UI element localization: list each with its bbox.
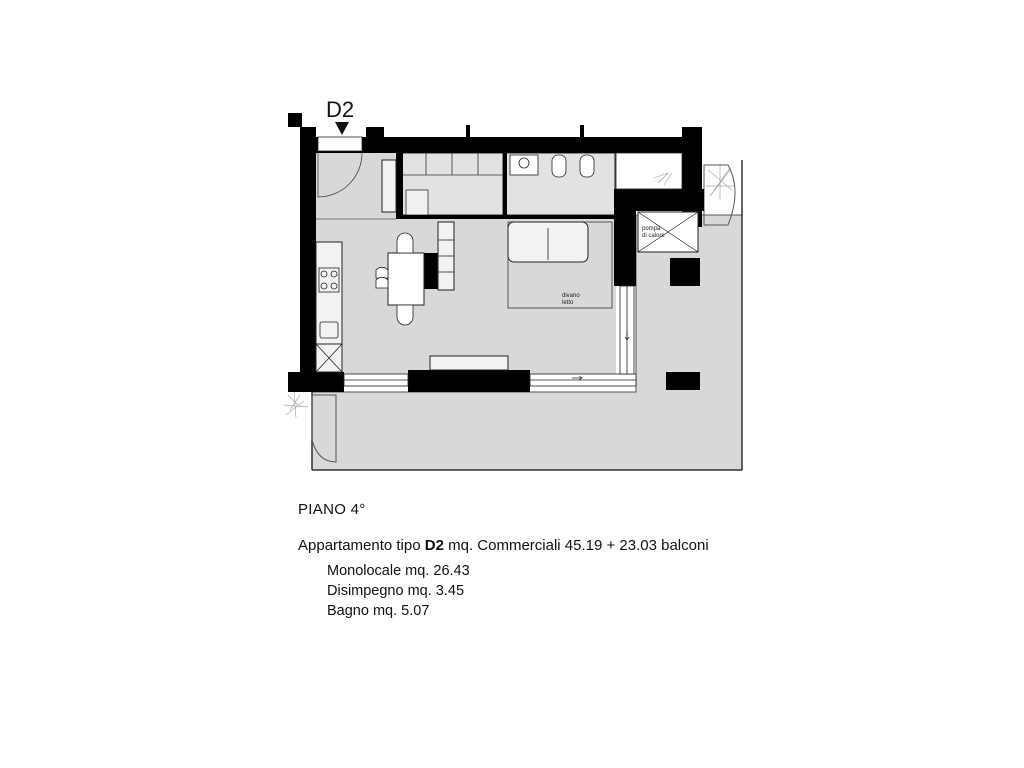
dining-table <box>375 232 425 326</box>
sliding-door-arrow-icon <box>624 330 630 341</box>
apartment-prefix: Appartamento tipo <box>298 537 421 554</box>
door-swing <box>317 152 363 198</box>
heat-pump-label: di calore <box>642 233 665 239</box>
heat-pump-label: pompa <box>642 226 661 232</box>
sofa-label: divano <box>562 293 580 299</box>
room-area-disimpegno: Disimpegno mq. 3.45 <box>327 583 465 599</box>
closet <box>399 152 504 216</box>
floor-plan: D2 divano letto <box>283 97 743 471</box>
sofa-label: letto <box>562 300 574 306</box>
sliding-door-arrow-icon <box>572 375 583 381</box>
walls <box>288 113 704 392</box>
bathroom-fixtures <box>509 154 595 178</box>
balcony-planter <box>311 394 337 463</box>
tv-unit <box>429 355 509 371</box>
unit-marker: D2 <box>326 97 354 122</box>
apartment-area: mq. Commerciali 45.19 + 23.03 balconi <box>448 537 709 554</box>
shower <box>615 152 683 190</box>
sofa-bed: divano letto <box>507 221 613 309</box>
balcony-planter <box>703 164 736 226</box>
plant-icon <box>283 164 734 419</box>
entry-arrow-icon <box>335 122 349 135</box>
shelf-unit <box>437 221 455 291</box>
entrance-door <box>317 136 363 152</box>
room-area-monolocale: Monolocale mq. 26.43 <box>327 563 470 579</box>
heat-pump: pompa di calore <box>637 211 699 253</box>
apartment-type: D2 <box>424 537 444 554</box>
floor-label: PIANO 4° <box>298 501 366 518</box>
kitchen <box>315 241 343 373</box>
apartment-summary: Appartamento tipo D2 mq. Commerciali 45.… <box>298 537 709 554</box>
room-area-bagno: Bagno mq. 5.07 <box>327 603 430 619</box>
wardrobe <box>381 159 397 213</box>
balcony <box>311 160 743 471</box>
